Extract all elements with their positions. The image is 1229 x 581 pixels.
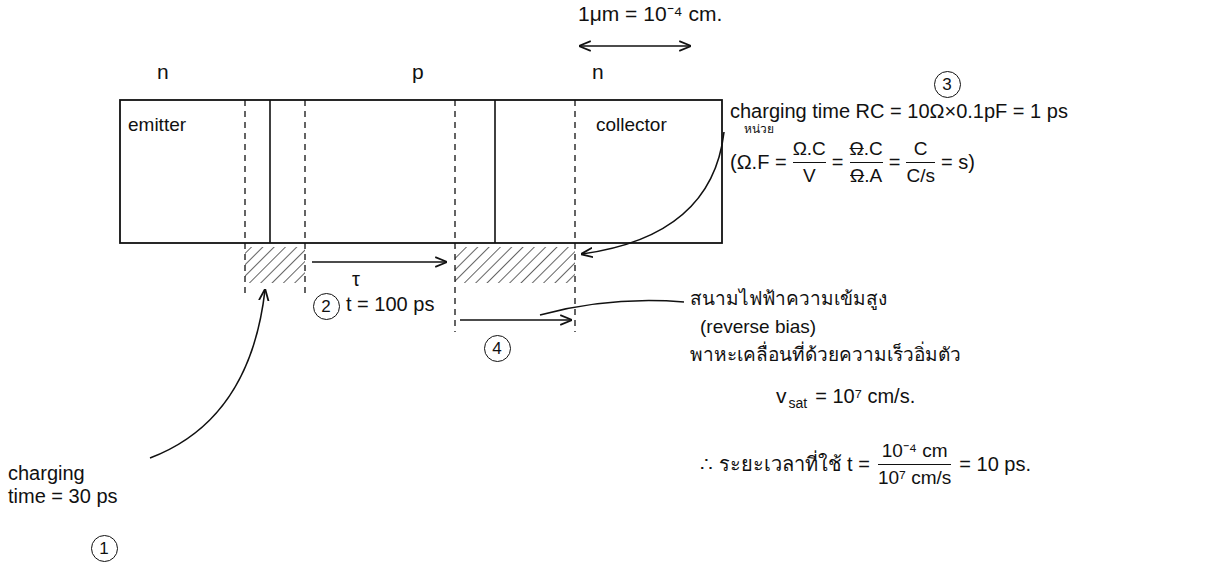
leader-line <box>540 301 684 315</box>
callout-number: 3 <box>942 76 951 93</box>
formula-text: v <box>776 384 787 408</box>
formula-text: charging time RC = 10Ω×0.1pF = 1 ps <box>730 100 1068 123</box>
transistor-body <box>120 100 722 243</box>
denominator: C/s <box>906 165 935 187</box>
note-text: พาหะเคลื่อนที่ด้วยความเร็วอิ่มตัว <box>690 344 961 366</box>
numerator: 10⁻⁴ cm <box>882 440 948 462</box>
note-text: (reverse bias) <box>700 316 816 338</box>
fraction: Ω.C V <box>793 138 826 187</box>
note-text: สนามไฟฟ้าความเข้มสูง <box>690 288 887 310</box>
formula-text: = <box>889 151 901 174</box>
hatched-region <box>245 247 305 283</box>
fraction-bar <box>850 162 883 163</box>
denominator: Ω.A <box>850 165 882 187</box>
unit-note: หน่วย <box>744 123 774 137</box>
formula-text: .A <box>864 165 882 187</box>
symbol-label: τ <box>352 268 360 291</box>
callout-circle: 3 <box>934 71 961 98</box>
cancelled-symbol: Ω <box>850 138 864 160</box>
formula-part: = <box>832 151 844 174</box>
callout-number: 4 <box>492 340 501 357</box>
fraction-bar <box>906 162 935 163</box>
formula-text: 10⁻⁴ cm <box>882 440 948 462</box>
region-label: p <box>412 60 424 84</box>
leader-arrow <box>150 290 265 458</box>
fraction-bar <box>793 162 826 163</box>
region-label: n <box>157 60 169 84</box>
callout-number: 1 <box>99 540 108 557</box>
transit-arrow <box>312 261 446 263</box>
callout-circle: 2 <box>313 293 340 320</box>
formula-text: = s) <box>941 151 975 174</box>
callout-circle: 4 <box>484 335 511 362</box>
leader-arrow <box>582 132 724 254</box>
formula-part: = 10⁷ cm/s. <box>815 385 915 408</box>
cancelled-symbol: Ω <box>850 165 864 187</box>
junction-line <box>494 100 496 243</box>
fraction: C C/s <box>906 138 935 187</box>
formula-text: C <box>914 138 928 160</box>
numerator: C <box>914 138 928 160</box>
formula-part: = 10 ps. <box>959 453 1031 476</box>
formula-text: V <box>803 165 816 187</box>
callout-circle: 1 <box>91 535 118 562</box>
formula-row: ∴ ระยะเวลาที่ใช้ t = 10⁻⁴ cm 10⁷ cm/s = 10 … <box>700 440 1031 489</box>
formula-row: vsat = 10⁷ cm/s. <box>776 384 915 408</box>
formula-row: (Ω.F =Ω.CV=Ω.CΩ.A=CC/s= s) <box>730 138 975 187</box>
fraction: 10⁻⁴ cm 10⁷ cm/s <box>878 440 951 489</box>
dimension-arrow <box>580 45 690 47</box>
depletion-edge <box>454 100 455 332</box>
formula-text: = 10⁷ cm/s. <box>815 385 915 408</box>
formula-text: 10⁷ cm/s <box>878 467 951 489</box>
fraction: Ω.CΩ.A <box>850 138 883 187</box>
denominator: V <box>803 165 816 187</box>
formula-text: = <box>832 151 844 174</box>
formula-part: v <box>776 384 787 408</box>
formula-part: = s) <box>941 151 975 174</box>
hatched-region <box>455 247 575 283</box>
formula-text: (Ω.F = <box>730 151 787 174</box>
formula-text: = 10 ps. <box>959 453 1031 476</box>
drift-arrow <box>460 319 571 321</box>
formula-part: sat <box>789 388 808 404</box>
region-label: n <box>592 60 604 84</box>
region-label: collector <box>596 114 667 136</box>
numerator: Ω.C <box>850 138 883 160</box>
formula-text: Ω.C <box>793 138 826 160</box>
formula-part: = <box>889 151 901 174</box>
numerator: Ω.C <box>793 138 826 160</box>
scale-note: 1μm = 10⁻⁴ cm. <box>578 2 722 26</box>
junction-line <box>269 100 271 243</box>
subscript: sat <box>789 395 808 411</box>
formula-part: ∴ ระยะเวลาที่ใช้ t = <box>700 453 870 476</box>
formula-part: (Ω.F = <box>730 151 787 174</box>
formula-text: C/s <box>906 165 935 187</box>
fraction-bar <box>878 464 951 465</box>
formula-text: ∴ ระยะเวลาที่ใช้ t = <box>700 453 870 476</box>
note-text: charging time = 30 ps <box>8 462 126 508</box>
region-label: emitter <box>128 114 186 136</box>
formula-text: .C <box>864 138 883 160</box>
formula-text: t = 100 ps <box>346 293 434 316</box>
callout-number: 2 <box>321 298 330 315</box>
denominator: 10⁷ cm/s <box>878 467 951 489</box>
depletion-edge <box>574 100 575 332</box>
